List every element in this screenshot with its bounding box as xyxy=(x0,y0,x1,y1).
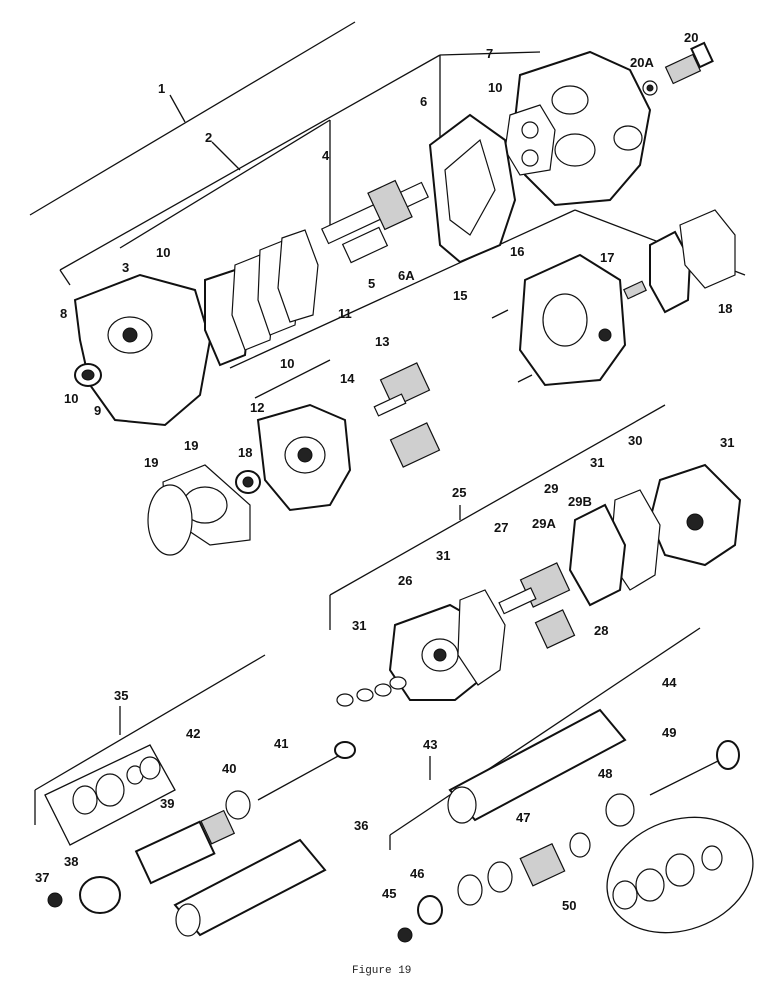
front-housing xyxy=(73,273,212,427)
callout-9: 9 xyxy=(94,403,101,418)
drive-gear-shaft xyxy=(320,179,430,264)
callout-47: 47 xyxy=(516,810,530,825)
callout-12: 12 xyxy=(250,400,264,415)
callout-10-c: 10 xyxy=(280,356,294,371)
callout-5: 5 xyxy=(368,276,375,291)
callout-20a: 20A xyxy=(630,55,654,70)
retaining-rings xyxy=(336,676,407,707)
callout-3: 3 xyxy=(122,260,129,275)
gland-38-nut-37 xyxy=(47,876,121,914)
callout-45: 45 xyxy=(382,886,396,901)
cylinder-tube-44 xyxy=(447,708,627,824)
callout-31-d: 31 xyxy=(352,618,366,633)
motor-front-housing xyxy=(388,589,506,701)
callout-36: 36 xyxy=(354,818,368,833)
cylinder-barrel-36 xyxy=(173,838,327,937)
piston-39 xyxy=(134,809,236,885)
callout-29a: 29A xyxy=(532,516,556,531)
callout-10-d: 10 xyxy=(64,391,78,406)
callout-15: 15 xyxy=(453,288,467,303)
callout-48: 48 xyxy=(598,766,612,781)
callout-50: 50 xyxy=(562,898,576,913)
callout-2: 2 xyxy=(205,130,212,145)
figure-caption: Figure 19 xyxy=(352,965,411,977)
callout-19-a: 19 xyxy=(184,438,198,453)
callout-46: 46 xyxy=(410,866,424,881)
callout-31-c: 31 xyxy=(436,548,450,563)
rod-49 xyxy=(605,740,740,827)
callout-18-b: 18 xyxy=(238,445,252,460)
callout-30: 30 xyxy=(628,433,642,448)
callout-10-b: 10 xyxy=(156,245,170,260)
pump-gears xyxy=(373,362,441,468)
callout-11: 11 xyxy=(338,306,352,321)
callout-29: 29 xyxy=(544,481,558,496)
callout-42: 42 xyxy=(186,726,200,741)
callout-27: 27 xyxy=(494,520,508,535)
callout-26: 26 xyxy=(398,573,412,588)
callout-37: 37 xyxy=(35,870,49,885)
flange-housing xyxy=(256,403,352,512)
end-plates-18 xyxy=(623,209,736,314)
callout-39: 39 xyxy=(160,796,174,811)
plates-29-31 xyxy=(568,489,661,607)
gear-housing xyxy=(518,253,627,387)
body-plate xyxy=(428,113,517,264)
callout-20: 20 xyxy=(684,30,698,45)
callout-38: 38 xyxy=(64,854,78,869)
motor-housing-30 xyxy=(648,463,742,567)
wear-plates-stack xyxy=(204,229,319,367)
callout-14: 14 xyxy=(340,371,355,386)
seals-and-nut-45-46 xyxy=(397,861,513,943)
callout-7: 7 xyxy=(486,46,493,61)
callout-25: 25 xyxy=(452,485,466,500)
callout-6a: 6A xyxy=(398,268,415,283)
callout-43: 43 xyxy=(423,737,437,752)
callout-4: 4 xyxy=(322,148,330,163)
callout-31-b: 31 xyxy=(590,455,604,470)
callout-18-a: 18 xyxy=(718,301,732,316)
dowel-pins xyxy=(491,309,533,383)
rod-41 xyxy=(225,741,356,820)
callout-13: 13 xyxy=(375,334,389,349)
callout-31-a: 31 xyxy=(720,435,734,450)
assembly-lines xyxy=(29,21,746,850)
callout-49: 49 xyxy=(662,725,676,740)
callout-28: 28 xyxy=(594,623,608,638)
gasket-plate-top xyxy=(504,104,556,176)
seal-kit-50 xyxy=(606,816,754,934)
callout-19-b: 19 xyxy=(144,455,158,470)
callout-35: 35 xyxy=(114,688,128,703)
seal-kit-42 xyxy=(44,744,176,846)
callout-16: 16 xyxy=(510,244,524,259)
callout-44: 44 xyxy=(662,675,677,690)
callout-6: 6 xyxy=(420,94,427,109)
callout-1: 1 xyxy=(158,81,165,96)
piston-47 xyxy=(519,832,591,887)
relief-valve-fitting xyxy=(642,41,714,96)
callout-labels: 1 2 3 4 5 6 6A 7 8 9 10 10 10 10 11 12 1… xyxy=(35,30,734,977)
callout-40: 40 xyxy=(222,761,236,776)
callout-17: 17 xyxy=(600,250,614,265)
shaft-seal xyxy=(74,363,102,387)
callout-10-a: 10 xyxy=(488,80,502,95)
motor-gears xyxy=(498,562,576,649)
bearing-and-gaskets xyxy=(147,464,261,556)
callout-41: 41 xyxy=(274,736,288,751)
callout-8: 8 xyxy=(60,306,67,321)
callout-29b: 29B xyxy=(568,494,592,509)
